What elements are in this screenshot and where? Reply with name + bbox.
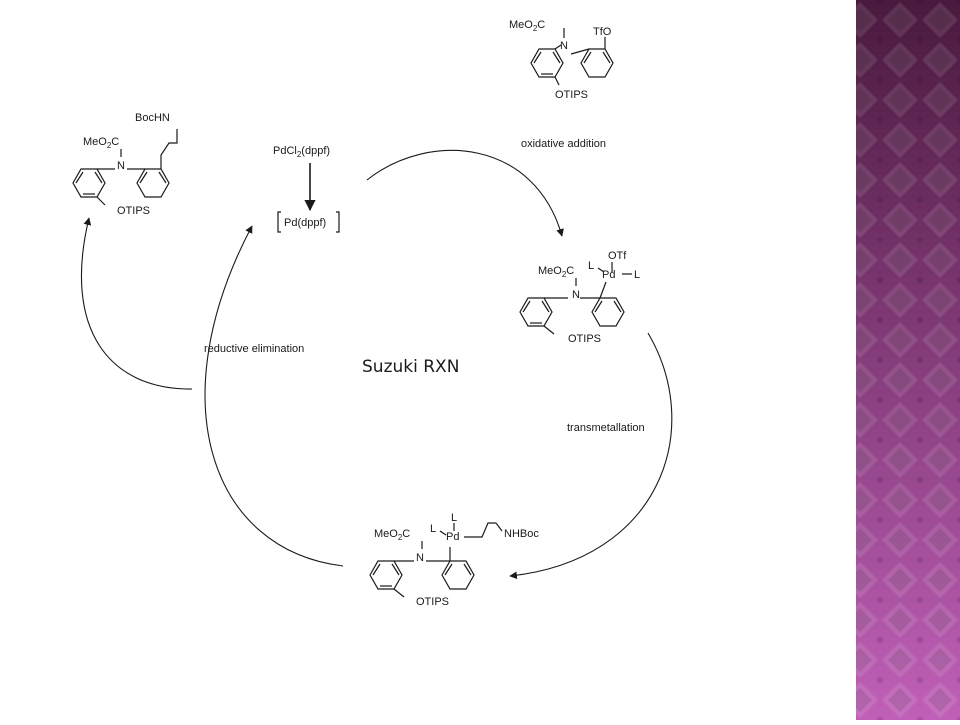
palladium-label: Pd	[602, 269, 615, 281]
otips-label: OTIPS	[416, 596, 449, 608]
label-oxidative-addition: oxidative addition	[521, 138, 606, 150]
structure-product: MeO2C N BocHN OTIPS	[72, 112, 178, 217]
ligand-label-1: L	[430, 523, 436, 535]
ligand-label-2: L	[451, 512, 457, 524]
nhboc-label: NHBoc	[504, 528, 539, 540]
otips-label: OTIPS	[117, 205, 150, 217]
structure-aryl-triflate: MeO2C N TfO OTIPS	[509, 19, 614, 101]
structure-pd-triflate-complex: MeO2C N OTf L Pd L OTIPS	[519, 250, 640, 345]
structure-pd-alkyl-complex: MeO2C N L L Pd NHBoc OTIPS	[369, 512, 539, 608]
ester-label: MeO2C	[83, 136, 119, 150]
label-transmetallation: transmetallation	[567, 422, 645, 434]
palladium-label: Pd	[446, 531, 459, 543]
catalyst-precursor: PdCl2(dppf)	[273, 145, 330, 159]
left-bracket	[277, 211, 281, 233]
nitrogen-label: N	[560, 40, 568, 52]
bochn-label: BocHN	[135, 112, 170, 124]
arrow-transmetallation	[509, 332, 673, 580]
ligand-label-2: L	[634, 269, 640, 281]
otips-label: OTIPS	[568, 333, 601, 345]
catalyst: PdCl2(dppf) Pd(dppf)	[273, 145, 340, 233]
otips-label: OTIPS	[555, 89, 588, 101]
arrow-reductive-elimination	[80, 217, 193, 390]
arrow-oxidative-addition	[366, 150, 564, 237]
nitrogen-label: N	[416, 552, 424, 564]
right-bracket	[336, 211, 340, 233]
ester-label: MeO2C	[538, 265, 574, 279]
triflate-label: TfO	[593, 26, 612, 38]
catalyst-active: Pd(dppf)	[284, 217, 326, 229]
label-reductive-elimination: reductive elimination	[204, 343, 304, 355]
arrow-catalyst-regeneration	[204, 225, 344, 567]
ester-label: MeO2C	[374, 528, 410, 542]
ester-label: MeO2C	[509, 19, 545, 33]
nitrogen-label: N	[117, 160, 125, 172]
triflate-label: OTf	[608, 250, 627, 262]
side-panel	[856, 0, 960, 720]
slide-title: Suzuki RXN	[362, 357, 459, 377]
ligand-label-1: L	[588, 260, 594, 272]
nitrogen-label: N	[572, 289, 580, 301]
